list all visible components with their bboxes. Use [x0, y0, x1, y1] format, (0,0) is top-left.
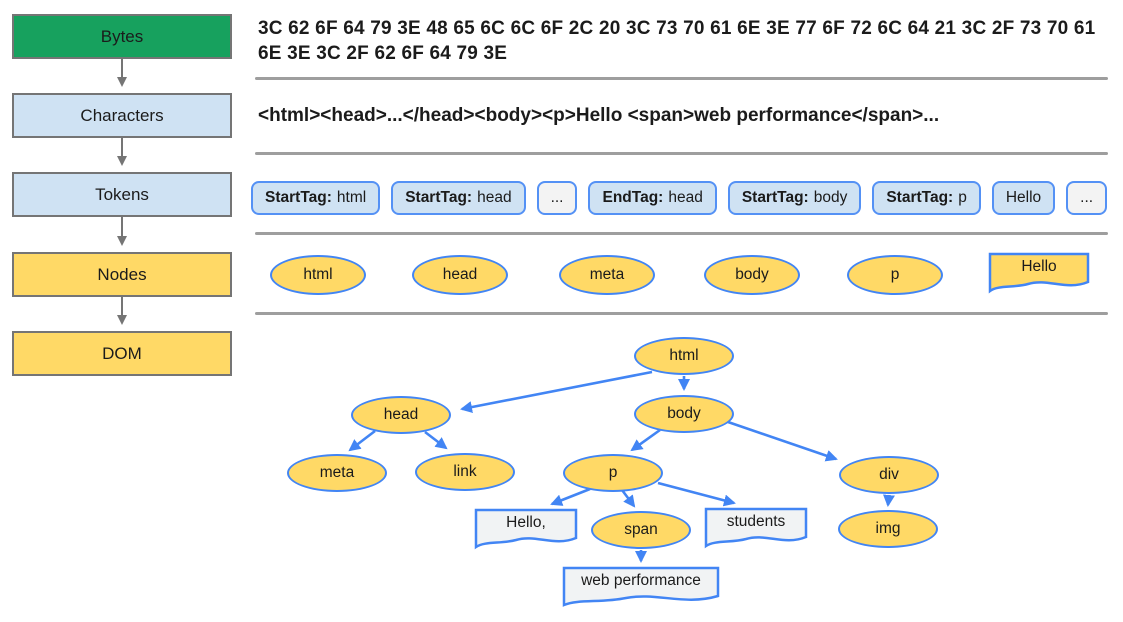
- dom-node-p: p: [563, 454, 663, 492]
- arrow-body-div: [727, 420, 838, 462]
- dom-node-div: div: [839, 456, 939, 494]
- arrow-head-meta: [348, 429, 376, 452]
- token-value: Hello: [1005, 189, 1042, 206]
- node-textnode-hello: Hello: [988, 252, 1090, 294]
- dom-node-label: p: [608, 464, 618, 481]
- dom-node-label: link: [453, 463, 477, 480]
- stage-label-dom: DOM: [102, 343, 142, 363]
- token-value: p: [958, 189, 967, 206]
- node-label: Hello: [1021, 258, 1057, 275]
- node-label: meta: [589, 266, 625, 283]
- token-starttag-body: StartTag: body: [727, 181, 862, 215]
- token-value: head: [668, 189, 703, 206]
- dom-node-body: body: [634, 395, 734, 433]
- row-separator: [255, 77, 1108, 80]
- token-type: StartTag:: [405, 189, 473, 206]
- arrow-p-hello: [550, 487, 591, 506]
- token-type: StartTag:: [741, 189, 809, 206]
- dom-node-label: meta: [319, 464, 355, 481]
- row-separator: [255, 152, 1108, 155]
- token-type: StartTag:: [886, 189, 954, 206]
- token-value: html: [336, 189, 367, 206]
- wavy-box-shape: [704, 507, 808, 549]
- token-ellipsis: ...: [536, 181, 578, 215]
- token-starttag-p: StartTag: p: [872, 181, 981, 215]
- stage-label-bytes: Bytes: [100, 26, 144, 46]
- node-label: head: [442, 266, 478, 283]
- dom-textnode-web-performance: web performance: [562, 566, 720, 608]
- stage-box-nodes: Nodes: [12, 252, 232, 297]
- node-ellipse-body: body: [704, 255, 800, 295]
- wavy-box-shape: [988, 252, 1090, 294]
- stage-box-characters: Characters: [12, 93, 232, 138]
- node-ellipse-p: p: [847, 255, 943, 295]
- dom-textnode-label: Hello,: [506, 514, 546, 531]
- stage-label-tokens: Tokens: [95, 184, 149, 204]
- stage-box-dom: DOM: [12, 331, 232, 376]
- bytes-hex-line-2: 6E 3E 3C 2F 62 6F 64 79 3E: [258, 43, 508, 64]
- dom-node-label: html: [669, 347, 699, 364]
- dom-textnode-hello: Hello,: [474, 508, 578, 550]
- arrow-p-span: [620, 489, 636, 508]
- stage-box-tokens: Tokens: [12, 172, 232, 217]
- node-ellipse-html: html: [270, 255, 366, 295]
- dom-tree-arrows: [348, 370, 895, 563]
- stage-box-bytes: Bytes: [12, 14, 232, 59]
- dom-node-link: link: [415, 453, 515, 491]
- dom-node-label: head: [383, 406, 419, 423]
- dom-node-img: img: [838, 510, 938, 548]
- arrow-p-students: [657, 481, 736, 507]
- arrow-body-p: [630, 428, 661, 452]
- node-ellipse-head: head: [412, 255, 508, 295]
- row-separator: [255, 232, 1108, 235]
- token-value: ...: [1080, 189, 1094, 206]
- dom-node-html: html: [634, 337, 734, 375]
- tokens-row: StartTag: html StartTag: head ... EndTag…: [251, 181, 1108, 215]
- token-value: ...: [550, 189, 564, 206]
- dom-node-head: head: [351, 396, 451, 434]
- node-label: p: [890, 266, 900, 283]
- node-ellipse-meta: meta: [559, 255, 655, 295]
- token-type: StartTag:: [265, 189, 332, 206]
- stage-label-characters: Characters: [80, 105, 164, 125]
- arrow-head-link: [424, 430, 448, 450]
- token-type: EndTag:: [602, 189, 664, 206]
- characters-markup-text: <html><head>...</head><body><p>Hello <sp…: [258, 105, 940, 126]
- dom-node-label: body: [667, 405, 701, 422]
- token-endtag-head: EndTag: head: [588, 181, 717, 215]
- arrow-html-head: [460, 370, 653, 413]
- row-separator: [255, 312, 1108, 315]
- token-starttag-html: StartTag: html: [251, 181, 381, 215]
- wavy-box-shape: [562, 566, 720, 607]
- dom-textnode-label: students: [726, 513, 786, 530]
- token-starttag-head: StartTag: head: [391, 181, 526, 215]
- bytes-hex-line-1: 3C 62 6F 64 79 3E 48 65 6C 6C 6F 2C 20 3…: [258, 18, 1096, 39]
- wavy-box-shape: [474, 508, 578, 550]
- dom-node-span: span: [591, 511, 691, 549]
- token-text-hello: Hello: [991, 181, 1056, 215]
- node-label: html: [303, 266, 333, 283]
- token-value: head: [477, 189, 512, 206]
- dom-node-label: span: [624, 521, 658, 538]
- node-label: body: [735, 266, 769, 283]
- token-value: body: [813, 189, 848, 206]
- arrow-div-img: [883, 494, 895, 507]
- dom-textnode-students: students: [704, 507, 808, 549]
- token-ellipsis: ...: [1066, 181, 1108, 215]
- dom-node-label: img: [875, 520, 901, 537]
- dom-node-label: div: [879, 466, 899, 483]
- dom-node-meta: meta: [287, 454, 387, 492]
- dom-textnode-label: web performance: [581, 572, 701, 589]
- stage-label-nodes: Nodes: [97, 264, 147, 284]
